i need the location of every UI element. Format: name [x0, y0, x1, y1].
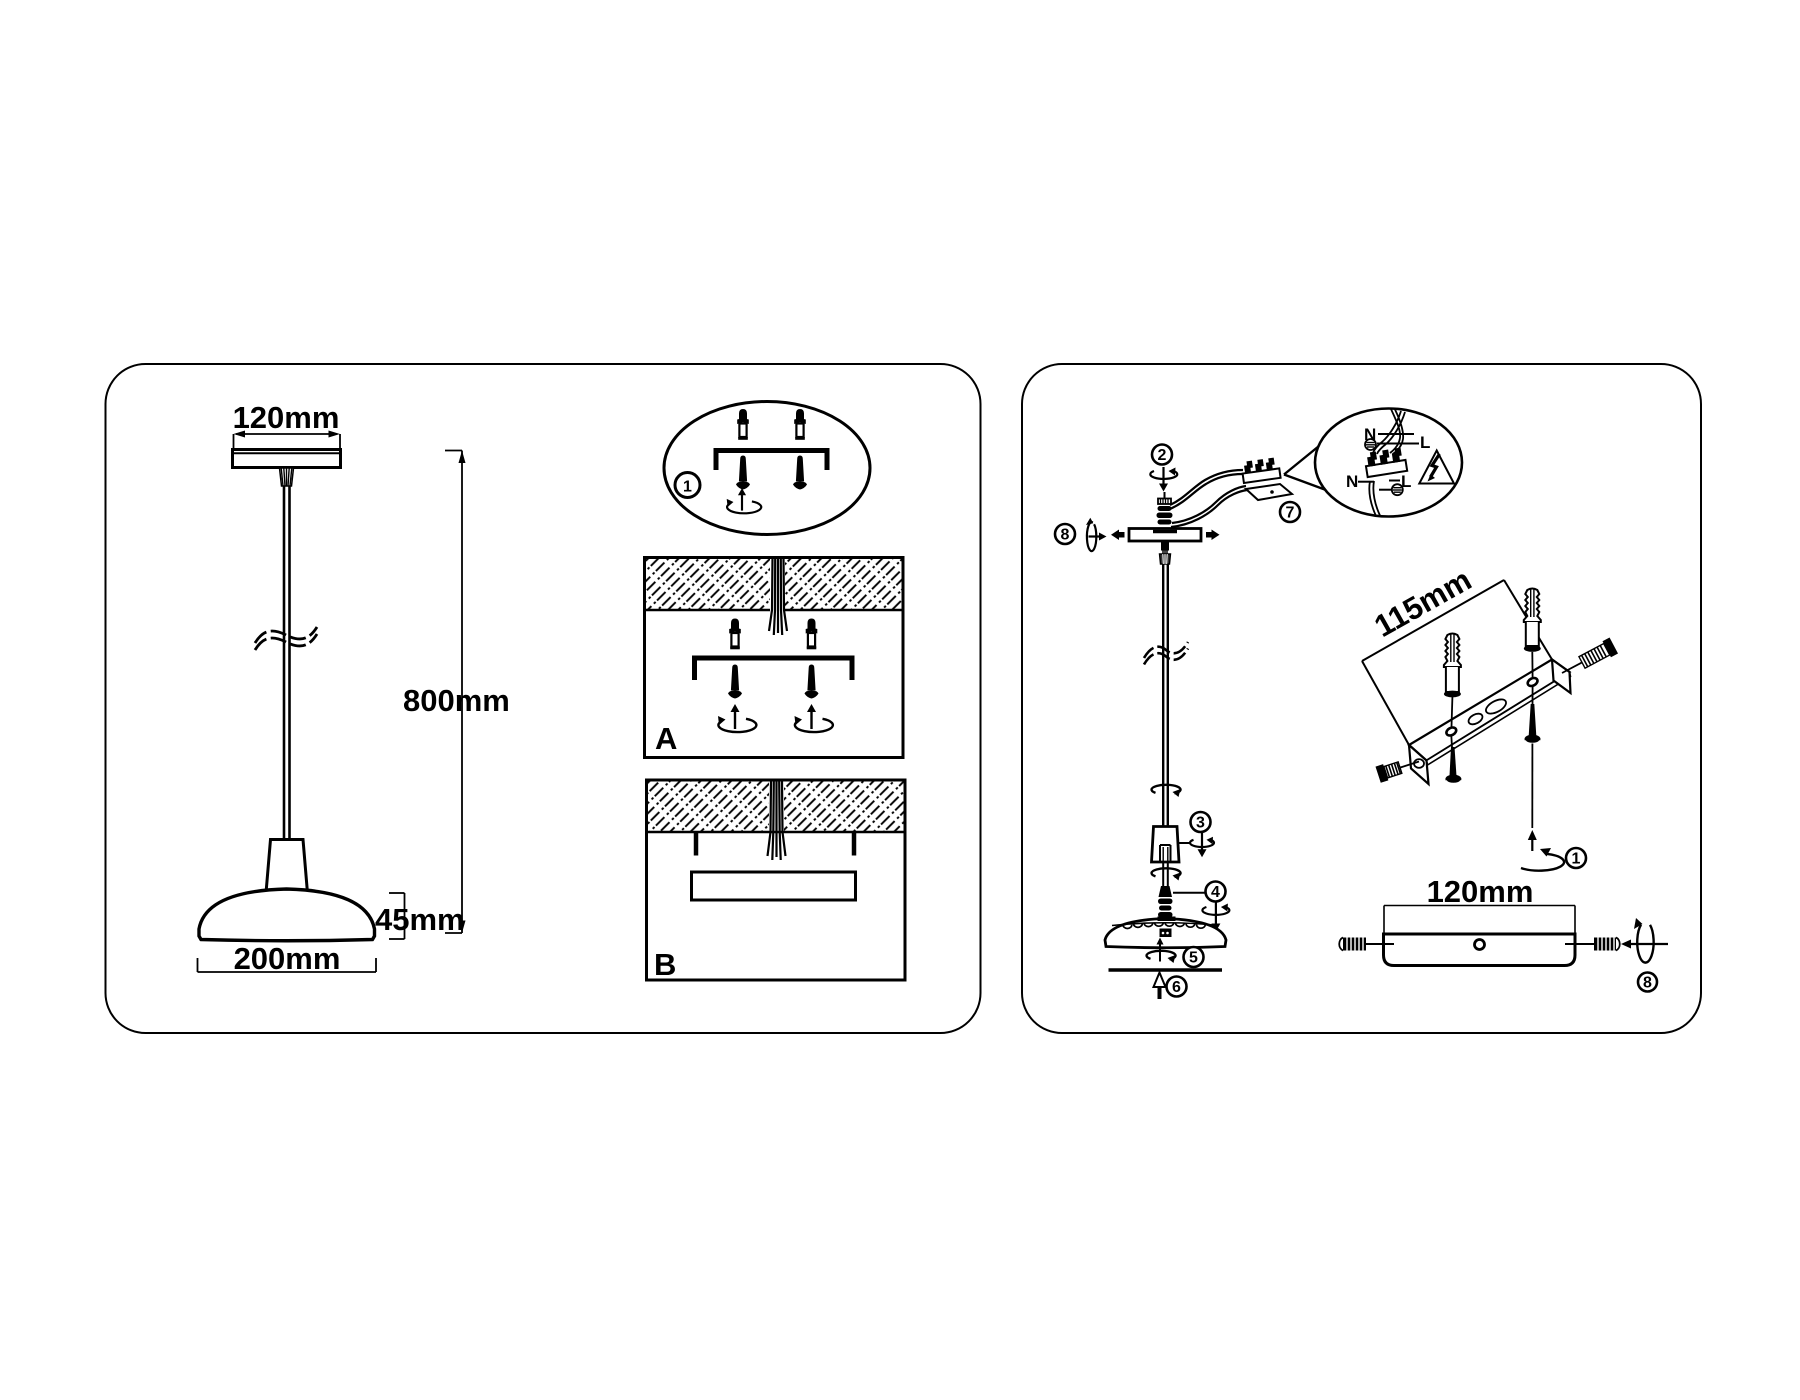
svg-text:N: N [1346, 472, 1358, 491]
svg-text:4: 4 [1211, 884, 1220, 901]
svg-text:8: 8 [1061, 527, 1070, 544]
svg-text:1: 1 [683, 479, 692, 496]
svg-text:200mm: 200mm [234, 941, 341, 976]
svg-text:8: 8 [1643, 975, 1652, 992]
svg-text:L: L [1420, 433, 1430, 452]
svg-text:B: B [654, 947, 676, 982]
svg-text:L: L [1401, 472, 1411, 491]
svg-text:45mm: 45mm [375, 902, 465, 937]
svg-text:5: 5 [1189, 950, 1198, 967]
svg-text:2: 2 [1158, 447, 1167, 464]
svg-text:A: A [655, 721, 677, 756]
svg-text:7: 7 [1286, 505, 1295, 522]
svg-text:6: 6 [1172, 979, 1181, 996]
svg-text:120mm: 120mm [1427, 874, 1534, 909]
svg-text:800mm: 800mm [403, 683, 510, 718]
svg-text:3: 3 [1196, 815, 1205, 832]
svg-text:1: 1 [1572, 851, 1581, 868]
svg-text:120mm: 120mm [233, 400, 340, 435]
